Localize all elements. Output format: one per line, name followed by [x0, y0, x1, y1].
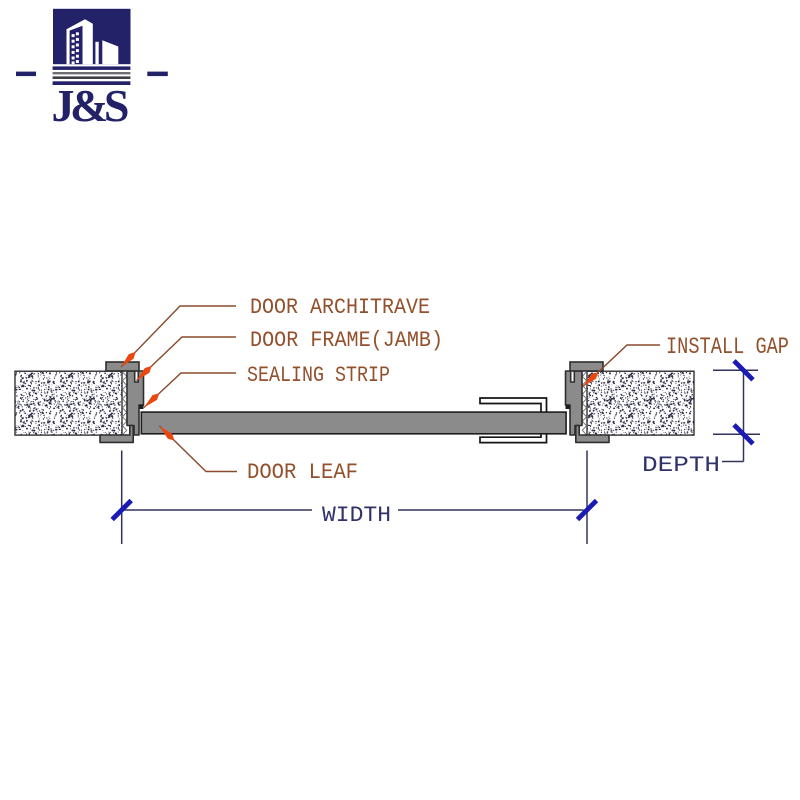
svg-text:SEALING STRIP: SEALING STRIP [247, 363, 390, 388]
svg-text:INSTALL GAP: INSTALL GAP [666, 334, 789, 361]
svg-text:DOOR LEAF: DOOR LEAF [247, 460, 358, 485]
svg-text:DEPTH: DEPTH [642, 453, 720, 478]
svg-text:DOOR ARCHITRAVE: DOOR ARCHITRAVE [250, 295, 430, 320]
svg-text:WIDTH: WIDTH [322, 503, 391, 528]
svg-text:DOOR FRAME(JAMB): DOOR FRAME(JAMB) [250, 328, 443, 353]
svg-text:J&S: J&S [52, 80, 130, 131]
